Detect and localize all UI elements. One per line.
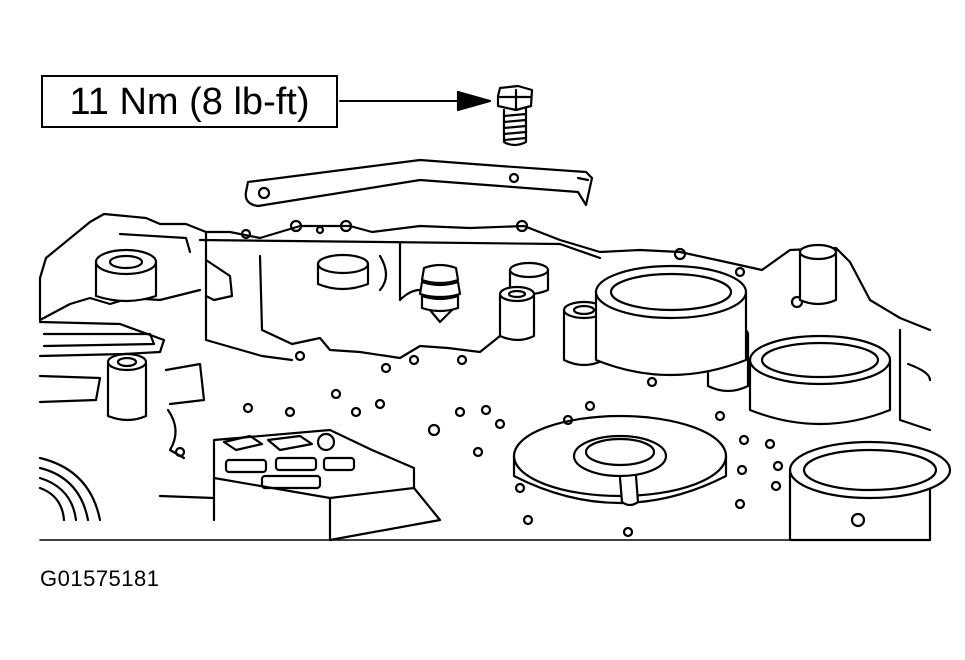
bracket-strap <box>244 158 594 208</box>
body-holes <box>174 376 866 538</box>
left-bosses <box>94 248 158 422</box>
torque-callout-box: 11 Nm (8 lb-ft) <box>41 75 338 128</box>
lower-valve-block <box>158 428 442 542</box>
bolt-icon <box>496 84 534 147</box>
figure-id-label: G01575181 <box>40 566 160 591</box>
servo-ring <box>512 414 728 507</box>
center-plugs <box>316 253 750 393</box>
accumulator-bores <box>594 243 952 542</box>
left-detail-plate <box>38 320 206 522</box>
leader-arrow-icon <box>339 90 492 112</box>
torque-label: 11 Nm (8 lb-ft) <box>69 81 310 123</box>
